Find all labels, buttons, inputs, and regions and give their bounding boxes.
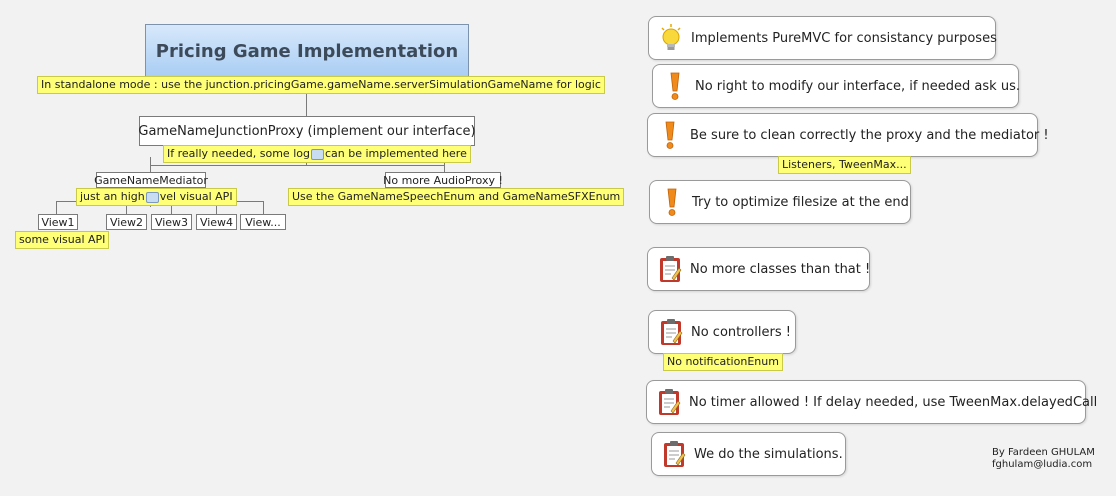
audioproxy-note-text: Use the GameNameSpeechEnum and GameNameS… — [292, 190, 621, 203]
note-marker-icon — [145, 191, 159, 203]
controllers-subnote[interactable]: No notificationEnum — [663, 353, 783, 371]
exclamation-icon — [663, 71, 687, 101]
clipboard-icon — [657, 387, 681, 417]
view1-note[interactable]: some visual API — [15, 231, 110, 249]
connector-proxy-branch-h — [150, 165, 444, 166]
view-label: View2 — [109, 215, 144, 229]
note-card-text: No controllers ! — [691, 324, 791, 340]
note-card-classes[interactable]: No more classes than that ! — [647, 247, 870, 291]
view-label: View3 — [154, 215, 189, 229]
root-note[interactable]: In standalone mode : use the junction.pr… — [37, 76, 605, 94]
audioproxy-note[interactable]: Use the GameNameSpeechEnum and GameNameS… — [288, 188, 625, 206]
connector-to-audioproxy — [444, 160, 445, 172]
author-credit: By Fardeen GHULAM fghulam@ludia.com — [992, 447, 1095, 471]
connector-view3 — [171, 201, 172, 214]
note-card-text: Implements PureMVC for consistancy purpo… — [691, 30, 997, 46]
exclamation-icon — [658, 120, 682, 150]
note-card-text: We do the simulations. — [694, 446, 843, 462]
note-card-puremvc[interactable]: Implements PureMVC for consistancy purpo… — [648, 16, 997, 60]
audioproxy-topic[interactable]: No more AudioProxy ! — [383, 172, 503, 188]
clipboard-icon — [662, 439, 686, 469]
note-card-text: No right to modify our interface, if nee… — [695, 78, 1020, 94]
root-title: Pricing Game Implementation — [155, 40, 459, 62]
note-card-clean[interactable]: Be sure to clean correctly the proxy and… — [647, 113, 1049, 157]
note-marker-icon — [310, 148, 324, 160]
connector-view5 — [263, 201, 264, 214]
view-node[interactable]: View... — [240, 214, 286, 230]
view1-note-text: some visual API — [19, 233, 106, 246]
proxy-note-text-b: can be implemented here — [324, 147, 467, 160]
note-card-controllers[interactable]: No controllers ! — [648, 310, 796, 354]
connector-root-proxy — [306, 92, 307, 116]
author-name: By Fardeen GHULAM — [992, 447, 1095, 458]
exclamation-icon — [660, 187, 684, 217]
view-label: View... — [245, 215, 281, 229]
note-card-filesize[interactable]: Try to optimize filesize at the end — [649, 180, 911, 224]
note-card-simulations[interactable]: We do the simulations. — [651, 432, 846, 476]
mediator-note-text-a: just an high — [80, 190, 145, 203]
view-node[interactable]: View3 — [151, 214, 192, 230]
connector-view2 — [126, 201, 127, 214]
connector-view4 — [216, 201, 217, 214]
mediator-topic[interactable]: GameNameMediator — [94, 172, 208, 188]
note-card-timer[interactable]: No timer allowed ! If delay needed, use … — [646, 380, 1097, 424]
mediator-note-text-b: vel visual API — [159, 190, 233, 203]
root-note-text: In standalone mode : use the junction.pr… — [41, 78, 601, 91]
note-card-text: Be sure to clean correctly the proxy and… — [690, 127, 1049, 143]
view-node[interactable]: View4 — [196, 214, 237, 230]
clean-subnote[interactable]: Listeners, TweenMax... — [778, 156, 911, 174]
clipboard-icon — [659, 317, 683, 347]
audioproxy-label: No more AudioProxy ! — [383, 173, 503, 187]
note-card-text: Try to optimize filesize at the end — [692, 194, 909, 210]
view-label: View1 — [41, 215, 75, 229]
view-label: View4 — [199, 215, 234, 229]
root-topic[interactable]: Pricing Game Implementation — [145, 24, 469, 78]
author-email: fghulam@ludia.com — [992, 459, 1093, 470]
note-card-text: No timer allowed ! If delay needed, use … — [689, 394, 1098, 410]
clipboard-icon — [658, 254, 682, 284]
mediator-note[interactable]: just an high vel visual API — [76, 188, 237, 206]
view-node[interactable]: View2 — [106, 214, 147, 230]
proxy-note[interactable]: If really needed, some log can be impleme… — [163, 145, 471, 163]
proxy-topic[interactable]: GameNameJunctionProxy (implement our int… — [138, 116, 476, 146]
view-node[interactable]: View1 — [38, 214, 78, 230]
connector-proxy-branch — [306, 162, 307, 166]
note-card-text: No more classes than that ! — [690, 261, 871, 277]
mediator-label: GameNameMediator — [94, 173, 208, 187]
proxy-label: GameNameJunctionProxy (implement our int… — [138, 123, 476, 139]
note-card-interface[interactable]: No right to modify our interface, if nee… — [652, 64, 1020, 108]
clean-subnote-text: Listeners, TweenMax... — [782, 158, 907, 171]
proxy-note-text-a: If really needed, some log — [167, 147, 310, 160]
connector-view1 — [56, 201, 57, 214]
lightbulb-icon — [659, 23, 683, 53]
connector-to-mediator — [150, 157, 151, 172]
controllers-subnote-text: No notificationEnum — [667, 355, 779, 368]
